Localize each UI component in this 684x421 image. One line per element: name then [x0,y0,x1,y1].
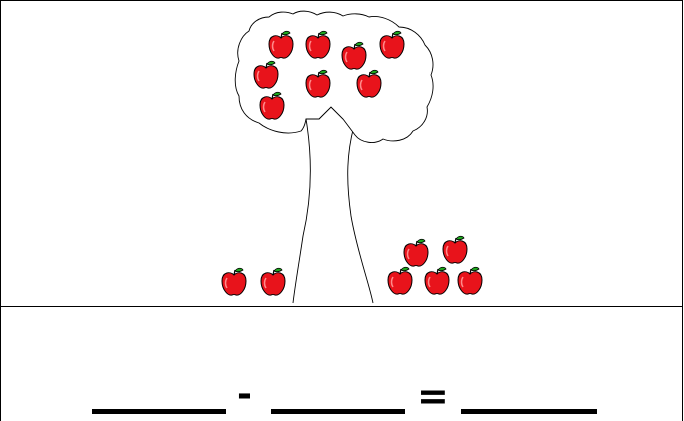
minus-sign: - [237,374,252,415]
ground-apple [387,266,413,295]
answer-blank-1[interactable] [92,409,226,414]
ground-apple [424,266,450,295]
ground-apple [403,238,429,267]
apple-tree-scene [221,10,483,304]
picture-panel [0,0,683,306]
ground-apple [457,266,483,295]
equals-sign: = [417,374,449,418]
ground-apple [221,267,247,296]
answer-blank-3[interactable] [461,409,597,414]
ground-apple [442,235,468,264]
answer-panel: - = [0,306,683,421]
answer-blank-2[interactable] [271,409,405,414]
ground-apple [260,267,286,296]
